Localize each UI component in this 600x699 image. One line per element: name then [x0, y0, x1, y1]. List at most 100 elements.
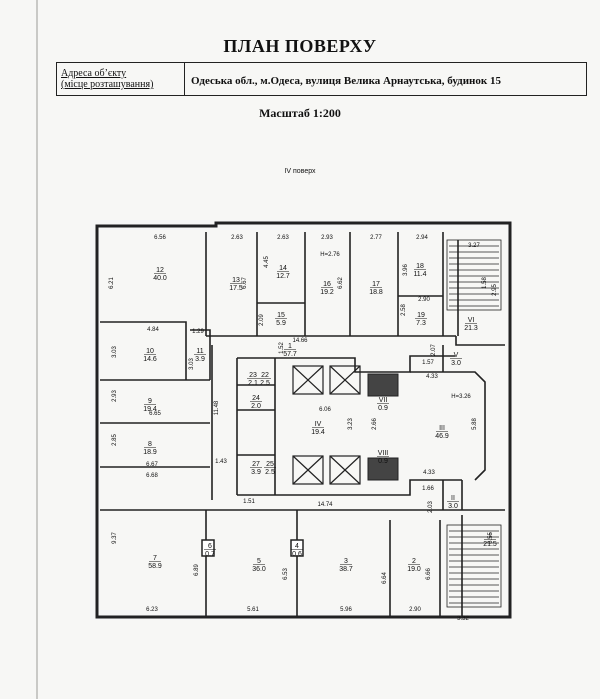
dimension-label: 2.95 — [492, 284, 498, 296]
dimension-label: 2.66 — [372, 418, 378, 430]
dimension-label: 6.06 — [319, 407, 331, 413]
room-number: 25 — [266, 461, 274, 468]
stair-frame — [446, 524, 502, 608]
room-number: 6 — [208, 543, 212, 550]
dimension-label: 14.66 — [292, 338, 308, 344]
room-number: VI — [468, 317, 475, 324]
room-number: 18 — [416, 263, 424, 270]
dimension-label: 3.03 — [112, 346, 118, 358]
dimension-label: H=3.26 — [451, 394, 471, 400]
room-number: 22 — [261, 372, 269, 379]
room-number: VIII — [378, 450, 389, 457]
dimension-label: 6.23 — [146, 607, 158, 613]
dimension-label: 2.90 — [418, 297, 430, 303]
dimension-label: 3.32 — [457, 616, 469, 622]
dimension-label: 6.68 — [146, 473, 158, 479]
room-area: 0.9 — [378, 458, 388, 465]
room-area: 19.4 — [143, 406, 157, 413]
dimension-label: 2.90 — [409, 607, 421, 613]
room-area: 21.3 — [464, 325, 478, 332]
room-area: 2.0 — [251, 403, 261, 410]
room-number: I — [489, 533, 491, 540]
scale-label: Масштаб 1:200 — [259, 106, 341, 120]
dimension-label: 1.66 — [422, 486, 434, 492]
hatched-shafts — [367, 373, 399, 481]
room-number: III — [439, 425, 445, 432]
dimension-label: 4.45 — [264, 256, 270, 268]
room-number: 14 — [279, 265, 287, 272]
outer-wall-outline — [95, 221, 512, 619]
dimension-label: 2.63 — [277, 235, 289, 241]
room-area: 17.5 — [229, 285, 243, 292]
room-number: II — [451, 495, 455, 502]
room-area: 5.9 — [276, 320, 286, 327]
room-number: 24 — [252, 395, 260, 402]
room-area: 19.0 — [407, 566, 421, 573]
dimension-label: 9.37 — [112, 532, 118, 544]
room-number: 15 — [277, 312, 285, 319]
dimension-label: 6.64 — [382, 572, 388, 584]
dimension-label: 1.58 — [482, 277, 488, 289]
room-area: 2.1 — [248, 380, 258, 387]
room-number: 5 — [257, 558, 261, 565]
dimension-label: 2.07 — [431, 344, 437, 356]
dimension-label: 5.88 — [472, 418, 478, 430]
room-number: 23 — [249, 372, 257, 379]
room-area: 19.4 — [311, 429, 325, 436]
room-area: 36.0 — [252, 566, 266, 573]
room-number: 8 — [148, 441, 152, 448]
room-area: 0.7 — [205, 551, 215, 558]
dimension-label: 1.29 — [192, 329, 204, 335]
dimension-label: 2.93 — [112, 390, 118, 402]
stairs-top-steps — [449, 245, 499, 307]
wall — [410, 371, 486, 481]
room-number: V — [454, 352, 459, 359]
dimension-label: 6.62 — [338, 277, 344, 289]
dimension-label: 5.96 — [340, 607, 352, 613]
dimension-label: 2.94 — [416, 235, 428, 241]
dimension-label: 3.96 — [403, 264, 409, 276]
room-number: 19 — [417, 312, 425, 319]
room-area: 2.5 — [265, 469, 275, 476]
dimension-label: 2.93 — [321, 235, 333, 241]
room-number: 27 — [252, 461, 260, 468]
inner-walls — [100, 232, 505, 617]
stair-frame — [446, 239, 502, 311]
room-number: 3 — [344, 558, 348, 565]
dimension-label: 2.63 — [231, 235, 243, 241]
wall — [455, 336, 505, 346]
floor-label: IV поверх — [284, 168, 316, 175]
room-area: 0.6 — [292, 551, 302, 558]
room-area: 0.9 — [378, 405, 388, 412]
elevator — [329, 455, 361, 485]
dimension-label: 3.23 — [348, 418, 354, 430]
room-number: 16 — [323, 281, 331, 288]
room-area: 2.5 — [260, 380, 270, 387]
dimension-label: 4.84 — [147, 327, 159, 333]
columns — [201, 539, 304, 557]
room-number: 17 — [372, 281, 380, 288]
address-label-line2: (місце розташування) — [61, 79, 154, 90]
dimension-label: 14.74 — [317, 502, 333, 508]
room-area: 18.8 — [369, 289, 383, 296]
dimension-label: 4.33 — [423, 470, 435, 476]
dimension-label: 2.09 — [259, 314, 265, 326]
elevator — [292, 365, 324, 395]
dimension-label: 6.67 — [146, 462, 158, 468]
room-number: 2 — [412, 558, 416, 565]
stairs-bottom-steps — [449, 530, 499, 604]
dimension-label: 6.65 — [149, 411, 161, 417]
room-number: IV — [315, 421, 322, 428]
elevators — [292, 365, 361, 485]
dimension-label: 5.61 — [247, 607, 259, 613]
shaft — [367, 373, 399, 397]
wall — [237, 355, 455, 373]
shaft — [367, 457, 399, 481]
room-area: 21.5 — [483, 541, 497, 548]
dimension-label: H=2.76 — [320, 252, 340, 258]
room-area: 38.7 — [339, 566, 353, 573]
room-area: 3.0 — [448, 503, 458, 510]
room-number: 7 — [153, 555, 157, 562]
dimension-label: 1.52 — [279, 342, 285, 354]
